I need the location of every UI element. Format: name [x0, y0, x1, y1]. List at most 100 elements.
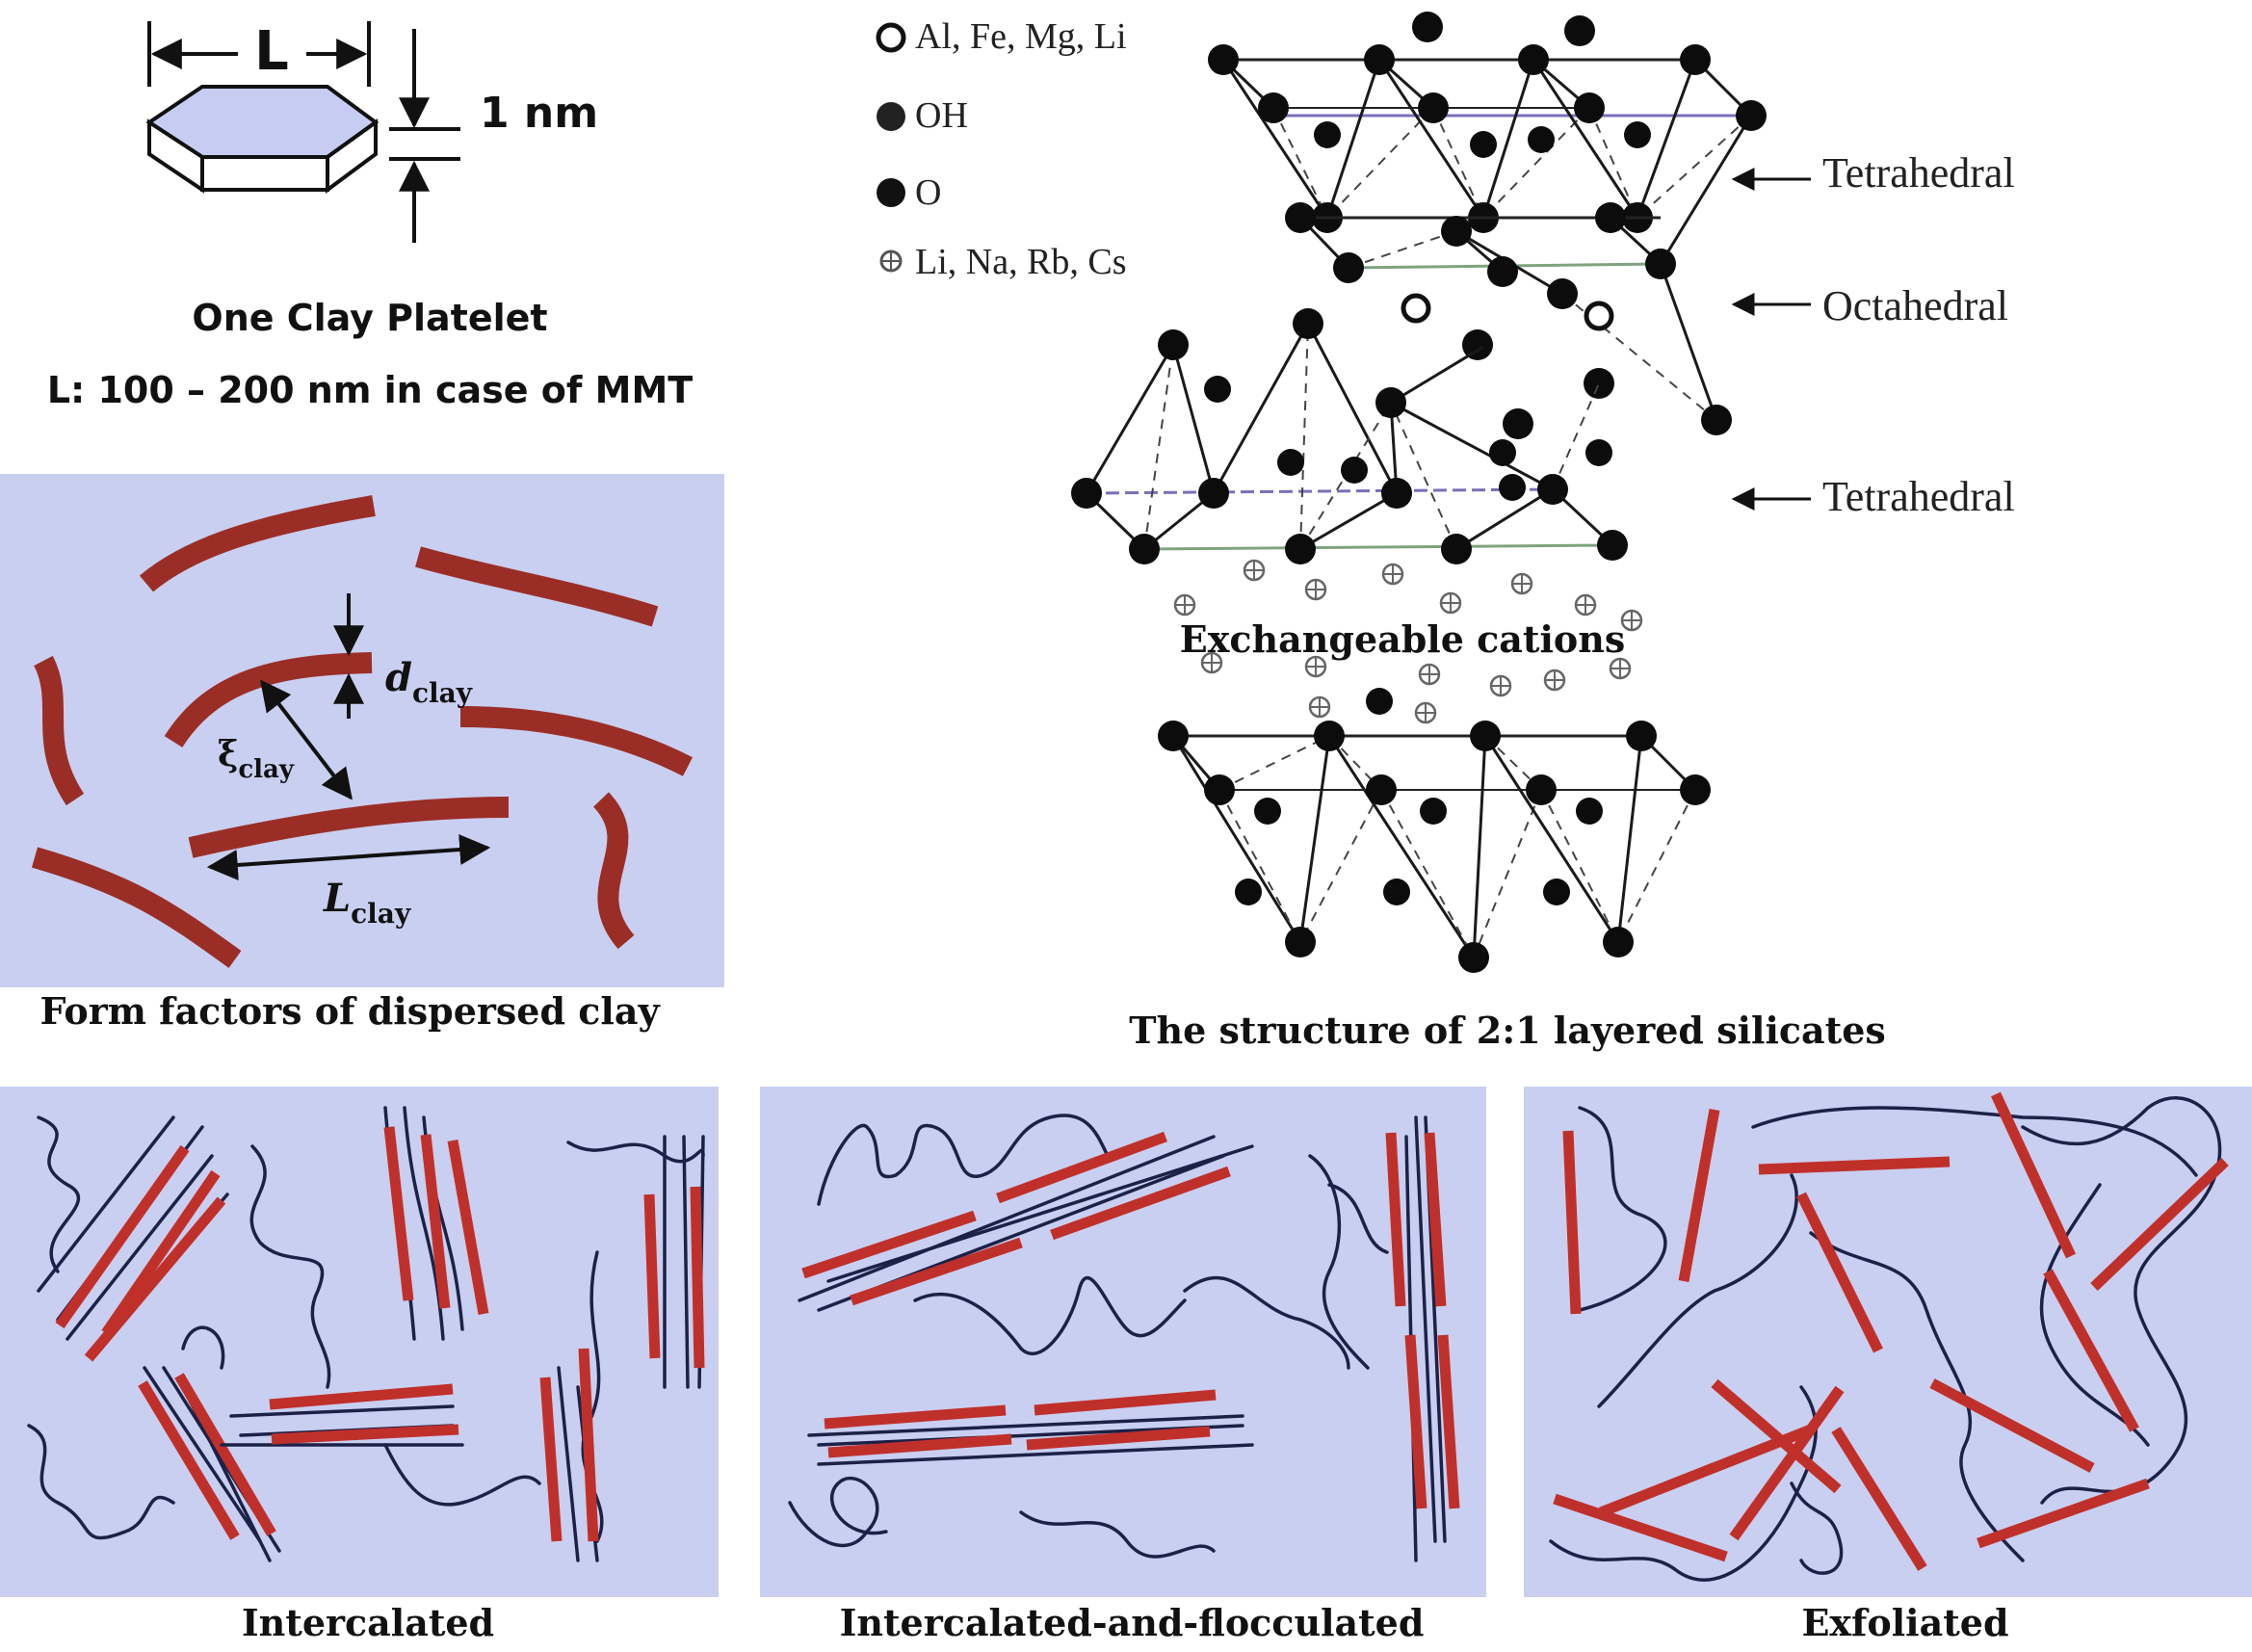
bond	[1483, 735, 1620, 943]
form-factor-annotations: dclay ξclay Lclay	[206, 593, 491, 930]
cation	[1609, 657, 1632, 680]
polymer-chain	[1751, 1106, 2198, 1177]
layer-labels: Tetrahedral Octahedral Tetrahedral	[1731, 149, 2015, 520]
bond	[1299, 491, 1398, 551]
legend-label: OH	[915, 95, 968, 136]
layer-label-top-tetrahedral: Tetrahedral	[1731, 149, 2015, 197]
cation	[1200, 651, 1223, 674]
clay-layer	[2043, 1269, 2139, 1432]
bond	[1473, 789, 1542, 958]
exchangeable-cations-label: Exchangeable cations	[1180, 617, 1626, 661]
exfoliated-panel: Exfoliated	[1524, 1087, 2252, 1644]
oxygen-atom	[1208, 44, 1239, 75]
clay-layer	[1437, 1334, 1460, 1509]
oxygen-atom	[1680, 44, 1711, 75]
bond	[1299, 789, 1382, 943]
polymer-chain	[27, 1424, 175, 1540]
bond	[1086, 487, 1554, 495]
oxygen-atom	[1585, 439, 1612, 466]
oxygen-atom	[1254, 798, 1281, 825]
bond	[1532, 59, 1639, 219]
oxygen-atom	[1412, 12, 1443, 42]
polymer-chain	[913, 1275, 1187, 1356]
xi-clay-label: ξclay	[218, 734, 295, 784]
platelet-shape	[145, 85, 380, 194]
polymer-chain	[817, 1114, 1110, 1206]
cation	[1543, 669, 1566, 692]
cation	[1510, 572, 1533, 595]
morphology-section: Intercalated Intercalated-and-flocculate…	[0, 1087, 2252, 1644]
intercalated-caption: Intercalated	[242, 1601, 494, 1644]
thickness-dimension: 1 nm	[389, 29, 598, 243]
oxygen-atom	[1489, 439, 1516, 466]
flocculated-caption: Intercalated-and-flocculated	[840, 1601, 1425, 1644]
length-label: L	[254, 20, 289, 83]
clay-layer	[55, 1144, 190, 1329]
clay-platelet-section: L 1 nm One Clay Platelet L: 100 – 200 nm…	[47, 20, 693, 411]
clay-layer	[824, 1404, 1007, 1429]
clay-sheet	[139, 495, 376, 592]
clay-layer	[1562, 1130, 1582, 1315]
oxygen-atom	[1364, 44, 1395, 75]
bond	[1637, 115, 1752, 219]
bond	[1221, 59, 1329, 219]
oxygen-atom	[1314, 121, 1341, 148]
clay-layer	[1553, 1493, 1728, 1562]
legend-label: Al, Fe, Mg, Li	[915, 16, 1127, 57]
clay-layer	[690, 1186, 705, 1369]
legend-label: Li, Na, Rb, Cs	[915, 242, 1127, 282]
cation	[1620, 609, 1643, 632]
open-circle-icon	[876, 22, 906, 53]
oxygen-atom	[1576, 798, 1603, 825]
bond	[1143, 543, 1613, 551]
polymer-chain	[798, 1135, 1216, 1302]
bond	[1659, 263, 1718, 421]
legend-item: O	[877, 172, 941, 213]
bond	[1390, 401, 1554, 491]
legend-label: O	[915, 172, 941, 213]
oxygen-atom	[1204, 774, 1235, 805]
bond	[1540, 789, 1619, 943]
clay-layer	[447, 1140, 489, 1315]
bond	[1348, 230, 1457, 269]
bond	[1377, 59, 1485, 219]
clay-layer	[1050, 1166, 1231, 1241]
polymer-chain	[37, 1115, 175, 1293]
clay-sheet	[592, 792, 635, 950]
bond	[1588, 107, 1638, 219]
oxygen-atom	[1366, 774, 1397, 805]
cation	[1414, 701, 1437, 724]
oxygen-atom	[1564, 15, 1595, 46]
polymer-chain	[557, 1366, 580, 1562]
polymer-chain	[807, 1414, 1244, 1437]
oxygen-atom	[1595, 202, 1626, 233]
clay-layer	[1598, 1424, 1814, 1518]
polymer-chain	[1549, 1385, 1818, 1582]
polymer-chain	[1183, 1275, 1350, 1370]
bond	[1085, 344, 1175, 494]
length-dimension: L	[147, 20, 371, 87]
metal-atom	[1584, 301, 1614, 331]
clay-layer	[1977, 1478, 2150, 1549]
oxygen-atom	[1418, 92, 1449, 123]
bond	[1306, 323, 1399, 494]
polymer-chain	[788, 1476, 888, 1548]
bond	[1390, 402, 1457, 550]
clay-layer	[138, 1380, 240, 1540]
polymer-chain	[143, 1366, 262, 1543]
polymer-chain	[826, 1144, 1254, 1283]
oxygen-atom	[1503, 408, 1533, 439]
oxygen-atom	[1526, 774, 1557, 805]
polymer-chain	[1809, 1231, 2025, 1562]
silicate-caption: The structure of 2:1 layered silicates	[1129, 1009, 1886, 1052]
cation	[1308, 695, 1331, 719]
oxygen-atom	[1624, 121, 1651, 148]
oxygen-atom	[1574, 92, 1605, 123]
clay-layer	[539, 1377, 563, 1542]
clay-layer	[1678, 1109, 1720, 1282]
clay-layer	[174, 1373, 276, 1536]
clay-layer	[996, 1131, 1167, 1204]
oxygen-atom	[1547, 278, 1578, 309]
flocculated-drawing	[788, 1114, 1460, 1562]
oxygen-atom	[1285, 927, 1316, 957]
